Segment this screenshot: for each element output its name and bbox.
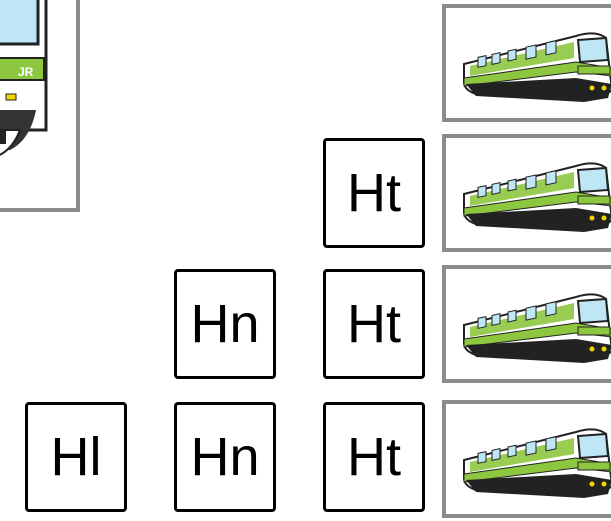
train-icon — [463, 293, 611, 363]
train-icon — [463, 32, 611, 102]
letter-tile-hl[interactable]: Hl — [25, 402, 127, 512]
train-logo: JR — [18, 65, 34, 79]
train-card[interactable] — [442, 400, 611, 518]
letter-tile-ht[interactable]: Ht — [323, 402, 425, 512]
train-card[interactable] — [442, 4, 611, 122]
letter-tile-ht[interactable]: Ht — [323, 138, 425, 248]
train-icon — [463, 162, 611, 232]
train-front-icon: JR — [0, 0, 48, 156]
train-icon — [463, 428, 611, 498]
letter-tile-ht[interactable]: Ht — [323, 269, 425, 379]
letter-tile-hn[interactable]: Hn — [174, 402, 276, 512]
letter-tile-hn[interactable]: Hn — [174, 269, 276, 379]
train-card-large[interactable]: JR — [0, 0, 80, 212]
train-card[interactable] — [442, 265, 611, 383]
train-card[interactable] — [442, 134, 611, 252]
